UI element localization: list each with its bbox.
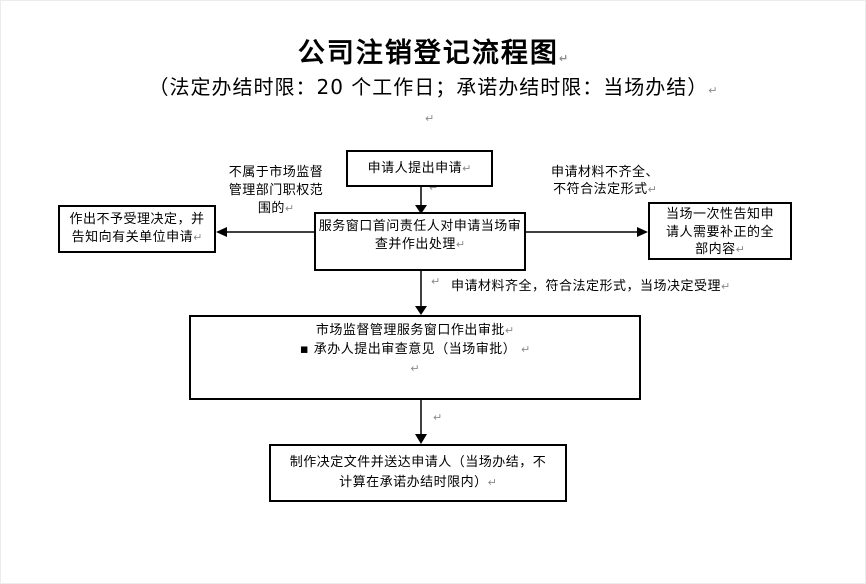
arrow-review-to-reject: [216, 227, 314, 237]
paragraph-mark-icon: ↵: [455, 238, 466, 251]
paragraph-mark-icon: ↵: [429, 181, 439, 194]
node-deliver: 制作决定文件并送达申请人（当场办结，不 计算在承诺办结时限内）↵: [269, 444, 567, 502]
annotation-incomplete: 申请材料不齐全、 不符合法定形式↵: [550, 165, 659, 197]
paragraph-mark-icon: ↵: [433, 411, 443, 424]
node-approval-title: 市场监督管理服务窗口作出审批↵: [315, 323, 515, 338]
paragraph-mark-icon: ↵: [193, 231, 203, 244]
annotation-accepted: 申请材料齐全，符合法定形式，当场决定受理↵: [451, 279, 731, 294]
arrow-approval-to-deliver: [415, 400, 427, 444]
node-approval: 市场监督管理服务窗口作出审批↵ ▪ 承办人提出审查意见（当场审批） ↵ ↵: [189, 315, 641, 400]
paragraph-mark-icon: ↵: [410, 362, 420, 375]
node-review: 服务窗口首问责任人对申请当场审 查并作出处理↵: [314, 212, 526, 271]
paragraph-mark-icon: ↵: [558, 52, 569, 65]
page-title: 公司注销登记流程图↵: [1, 31, 865, 70]
paragraph-mark-icon: ↵: [721, 280, 731, 293]
arrow-start-to-review: [415, 187, 427, 214]
node-notify: 当场一次性告知申 请人需要补正的全 部内容↵: [648, 202, 792, 260]
node-approval-bullet-line: ▪ 承办人提出审查意见（当场审批） ↵: [299, 342, 531, 357]
node-approval-empty-line: ↵: [191, 359, 639, 378]
node-reject: 作出不予受理决定，并 告知向有关单位申请↵: [58, 205, 216, 253]
page-title-text: 公司注销登记流程图: [297, 38, 559, 69]
node-start: 申请人提出申请↵: [346, 150, 493, 187]
annotation-out-of-scope: 不属于市场监督 管理部门职权范 围的↵: [228, 165, 324, 216]
page-subtitle-text: （法定办结时限：20 个工作日；承诺办结时限：当场办结）: [148, 75, 709, 99]
paragraph-mark-icon: ↵: [504, 324, 515, 337]
paragraph-mark-icon: ↵: [431, 275, 441, 288]
list-bullet-icon: ▪: [299, 342, 310, 357]
arrow-review-to-approval: [415, 271, 427, 315]
paragraph-mark-icon: ↵: [647, 183, 657, 196]
paragraph-mark-icon: ↵: [520, 343, 531, 356]
paragraph-mark-icon: ↵: [462, 161, 472, 175]
arrow-review-to-notify: [526, 227, 648, 237]
paragraph-mark-icon: ↵: [708, 84, 718, 97]
paragraph-mark-icon: ↵: [487, 476, 497, 489]
paragraph-mark-icon: ↵: [284, 202, 295, 215]
page-subtitle: （法定办结时限：20 个工作日；承诺办结时限：当场办结）↵: [1, 71, 865, 100]
paragraph-mark-icon: ↵: [425, 112, 435, 125]
paragraph-mark-icon: ↵: [735, 243, 745, 256]
